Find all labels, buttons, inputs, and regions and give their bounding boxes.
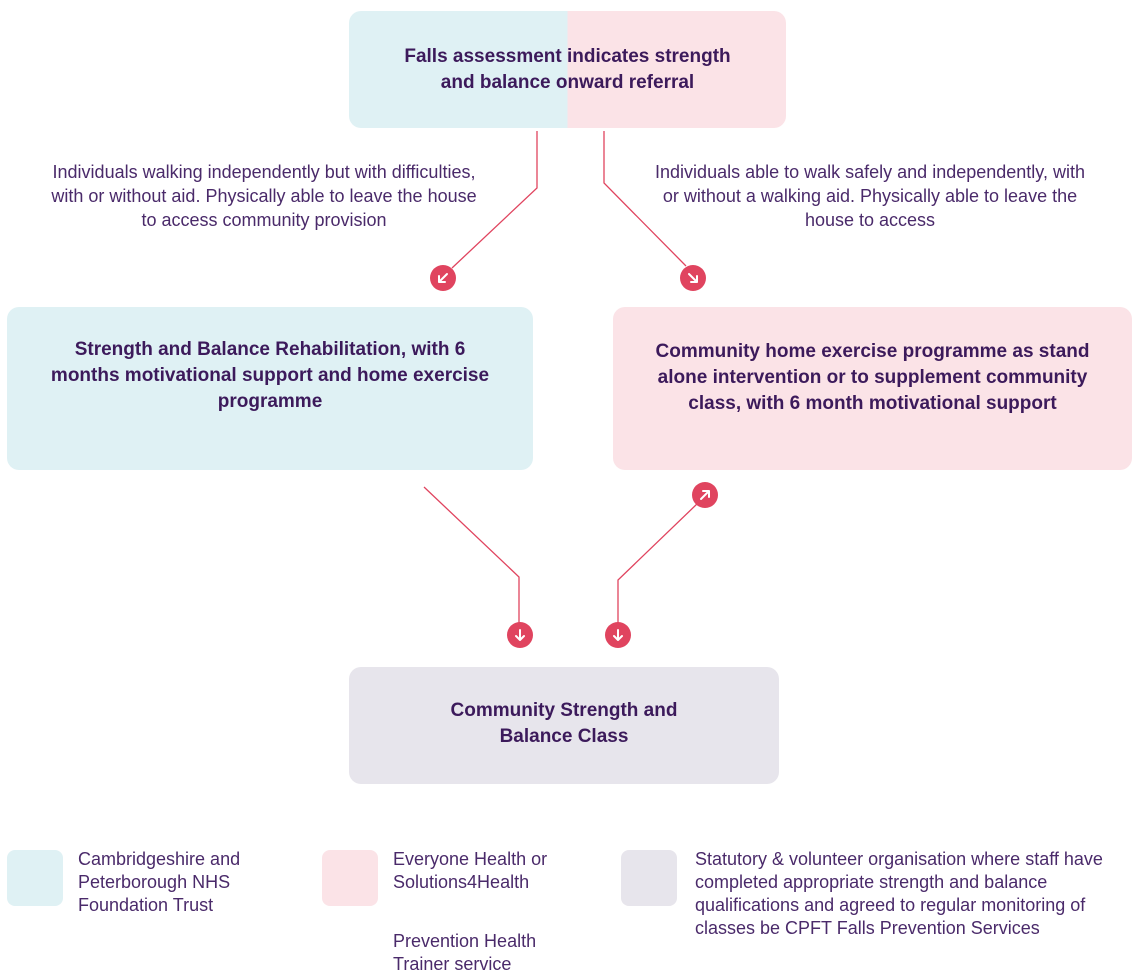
connector-top-to-rehab — [451, 131, 538, 269]
home-exercise-box: Community home exercise programme as sta… — [613, 307, 1132, 470]
community-class-box: Community Strength and Balance Class — [349, 667, 779, 784]
arrow-down-right-icon — [680, 265, 706, 291]
arrow-down-left-icon — [430, 265, 456, 291]
legend-swatch-statutory — [621, 850, 677, 906]
connector-top-to-home — [603, 131, 687, 267]
right-criteria-note: Individuals able to walk safely and inde… — [655, 162, 1085, 230]
arrow-down-icon — [605, 622, 631, 648]
legend-text-prevention-health: Prevention Health Trainer service — [393, 931, 537, 974]
connector-rehab-to-class — [423, 486, 520, 628]
legend-swatch-cpft — [7, 850, 63, 906]
connector-class-to-home — [617, 502, 699, 628]
legend-text-statutory: Statutory & volunteer organisation where… — [695, 849, 1103, 938]
rehabilitation-box-label: Strength and Balance Rehabilitation, wit… — [50, 339, 490, 412]
legend-text-cpft: Cambridgeshire and Peterborough NHS Foun… — [78, 849, 241, 915]
arrow-up-right-icon — [692, 482, 718, 508]
legend-text-everyone-health: Everyone Health or Solutions4Health — [393, 849, 548, 892]
arrow-down-icon — [507, 622, 533, 648]
assessment-box-label: Falls assessment indicates strength and … — [404, 46, 731, 93]
assessment-box: Falls assessment indicates strength and … — [349, 11, 786, 128]
left-criteria-note: Individuals walking independently but wi… — [51, 162, 477, 230]
home-exercise-box-label: Community home exercise programme as sta… — [655, 341, 1090, 414]
rehabilitation-box: Strength and Balance Rehabilitation, wit… — [7, 307, 533, 470]
community-class-box-label: Community Strength and Balance Class — [450, 700, 678, 747]
legend-swatch-everyone-health — [322, 850, 378, 906]
